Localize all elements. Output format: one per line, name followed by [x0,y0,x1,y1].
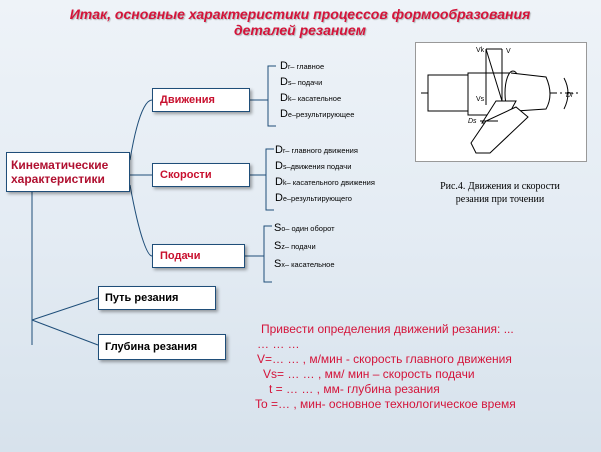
branch-speeds: Скорости [152,163,250,187]
definitions-line: Vs= … … , мм/ мин – скорость подачи [263,367,475,381]
definitions-block: Привести определения движений резания: .… [255,322,595,412]
branch-path-label: Путь резания [105,292,179,304]
branch-depth-label: Глубина резания [105,341,198,353]
label-vk: Vk [476,47,485,54]
definitions-line: t = … … , мм- глубина резания [269,382,440,396]
turning-diagram: Vk V Vs Dr Ds [421,47,581,154]
caption-line-2: резания при точении [455,194,545,205]
root-line-2: характеристики [11,172,105,186]
label-ds: Ds [468,118,477,125]
branch-speeds-label: Скорости [160,169,212,181]
label-v: V [506,48,511,55]
label-dr: Dr [566,92,574,99]
branch-feeds-label: Подачи [160,250,201,262]
branch-depth: Глубина резания [98,334,226,360]
title-line-1: Итак, основные характеристики процессов … [69,6,531,22]
caption-line-1: Рис.4. Движения и скорости [440,181,560,192]
definitions-line: V=… … , м/мин - скорость главного движен… [257,352,512,366]
turning-figure: Vk V Vs Dr Ds [415,42,587,162]
branch-movements-label: Движения [160,94,215,106]
definitions-line: Привести определения движений резания: .… [261,322,514,336]
label-vs: Vs [476,96,485,103]
slide-title: Итак, основные характеристики процессов … [40,6,560,38]
branch-feeds: Подачи [152,244,245,268]
definitions-line: To =… , мин- основное технологическое вр… [255,397,516,411]
title-line-2: деталей резанием [233,22,366,38]
root-line-1: Кинематические [11,158,109,172]
branch-movements: Движения [152,88,250,112]
definitions-line: … … … [257,337,300,351]
branch-path: Путь резания [98,286,216,310]
figure-caption: Рис.4. Движения и скорости резания при т… [425,180,575,206]
root-node: Кинематические характеристики [6,152,130,192]
